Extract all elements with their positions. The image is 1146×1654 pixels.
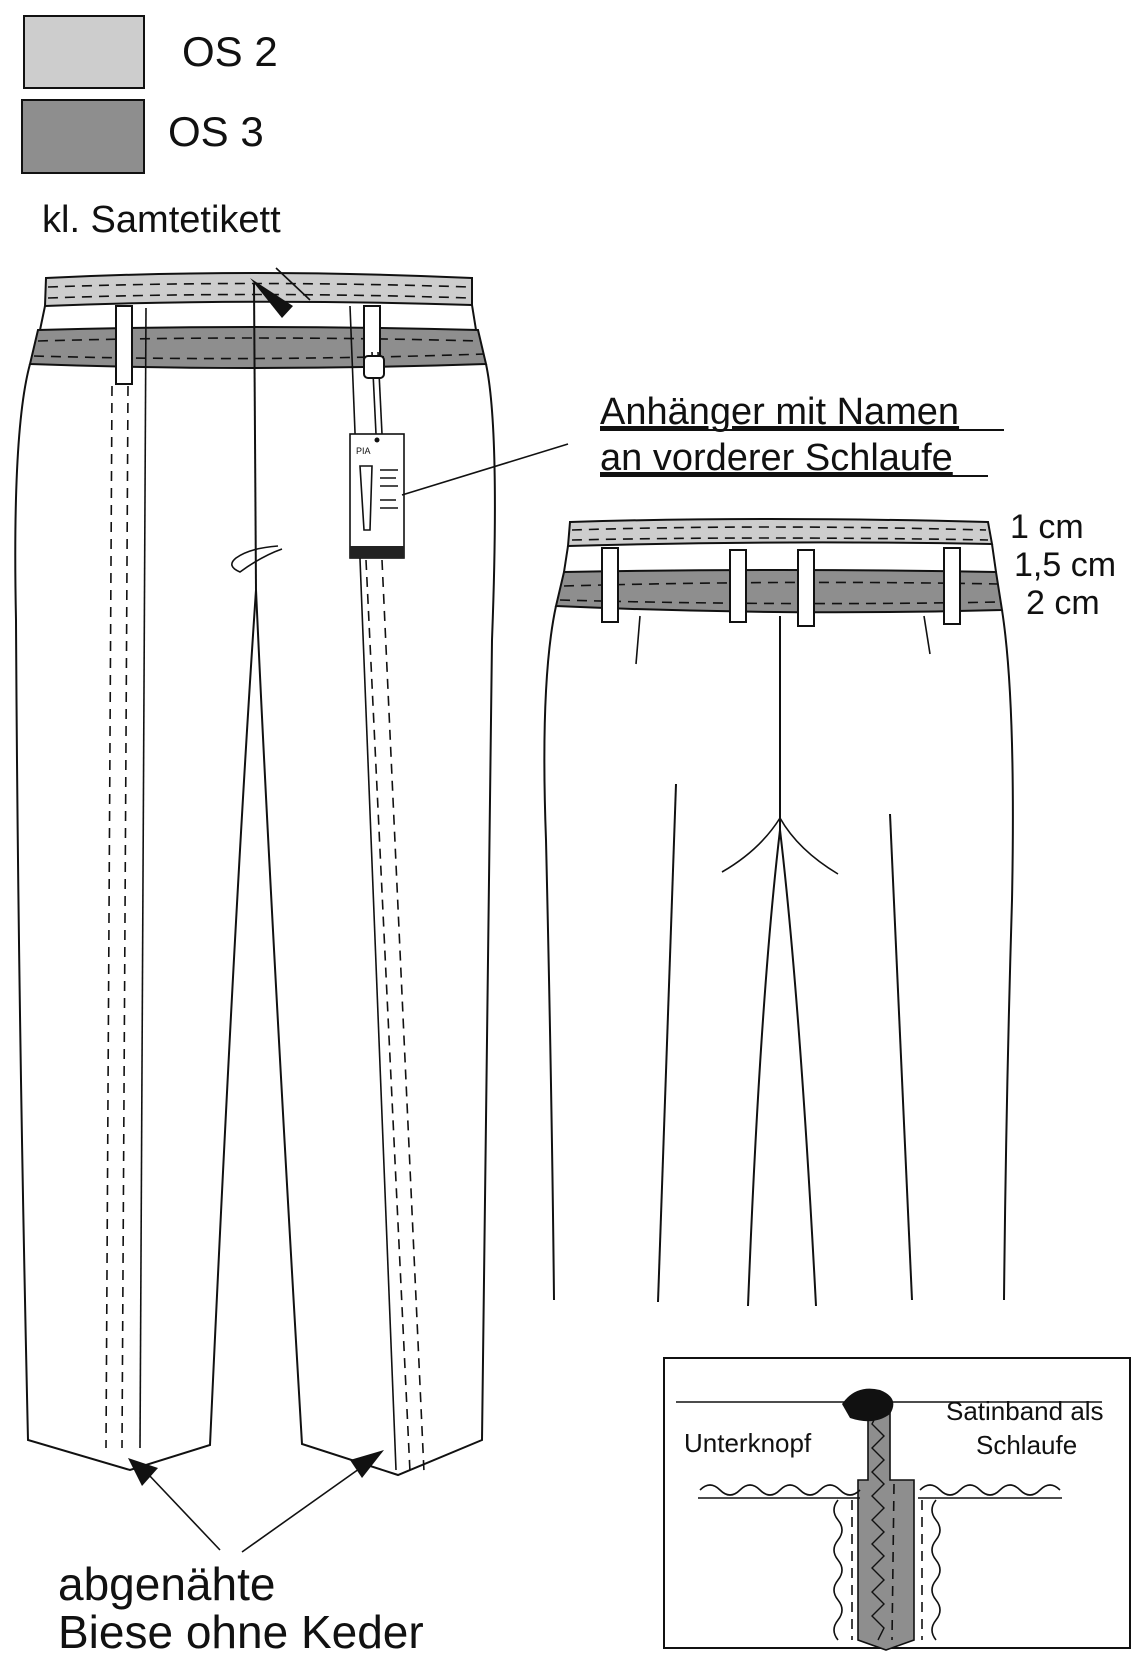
hang-tag-clip xyxy=(363,355,385,379)
measurement-1-5cm: 1,5 cm xyxy=(1014,546,1116,584)
detail-label-satin-2: Schlaufe xyxy=(976,1430,1077,1460)
legend-label-os3: OS 3 xyxy=(168,108,264,155)
under-button xyxy=(842,1388,894,1422)
label-tag-arrow xyxy=(250,278,293,318)
trousers-front-view: PIA xyxy=(14,267,569,1553)
loop-detail-box: Unterknopf Satinband als Schlaufe xyxy=(663,1357,1131,1651)
legend-swatch-os3 xyxy=(21,99,145,174)
back-belt-loop-4 xyxy=(943,547,961,625)
pintuck-callout-line2: Biese ohne Keder xyxy=(58,1606,424,1654)
detail-label-unterknopf: Unterknopf xyxy=(684,1428,812,1458)
back-belt-loop-1 xyxy=(601,547,619,623)
satin-ribbon xyxy=(857,1399,915,1651)
label-tag-callout: kl. Samtetikett xyxy=(42,199,281,241)
color-legend: OS 2 OS 3 xyxy=(21,15,278,174)
detail-label-satin-1: Satinband als xyxy=(946,1396,1104,1426)
front-waistband-os2 xyxy=(43,272,473,308)
pintuck-arrow-right xyxy=(350,1450,384,1478)
front-waistband-os3 xyxy=(28,326,488,369)
back-waistband-os3 xyxy=(554,569,1004,614)
hanger-callout-line1: Anhänger mit Namen xyxy=(600,391,959,433)
legend-swatch-os2 xyxy=(23,15,145,89)
hanger-callout-line2: an vorderer Schlaufe xyxy=(600,437,953,479)
trousers-back-view xyxy=(543,518,1014,1307)
pintuck-arrow-left xyxy=(128,1458,158,1486)
back-belt-loop-3 xyxy=(797,549,815,627)
measurement-2cm: 2 cm xyxy=(1026,584,1100,622)
pintuck-callout-line1: abgenähte xyxy=(58,1558,275,1610)
back-waistband-os2 xyxy=(566,518,994,548)
front-belt-loop-left xyxy=(115,305,133,385)
hang-tag: PIA xyxy=(349,433,405,559)
hang-tag-title: PIA xyxy=(356,446,371,456)
legend-label-os2: OS 2 xyxy=(182,28,278,75)
back-belt-loop-2 xyxy=(729,549,747,623)
measurement-1cm: 1 cm xyxy=(1010,508,1084,546)
